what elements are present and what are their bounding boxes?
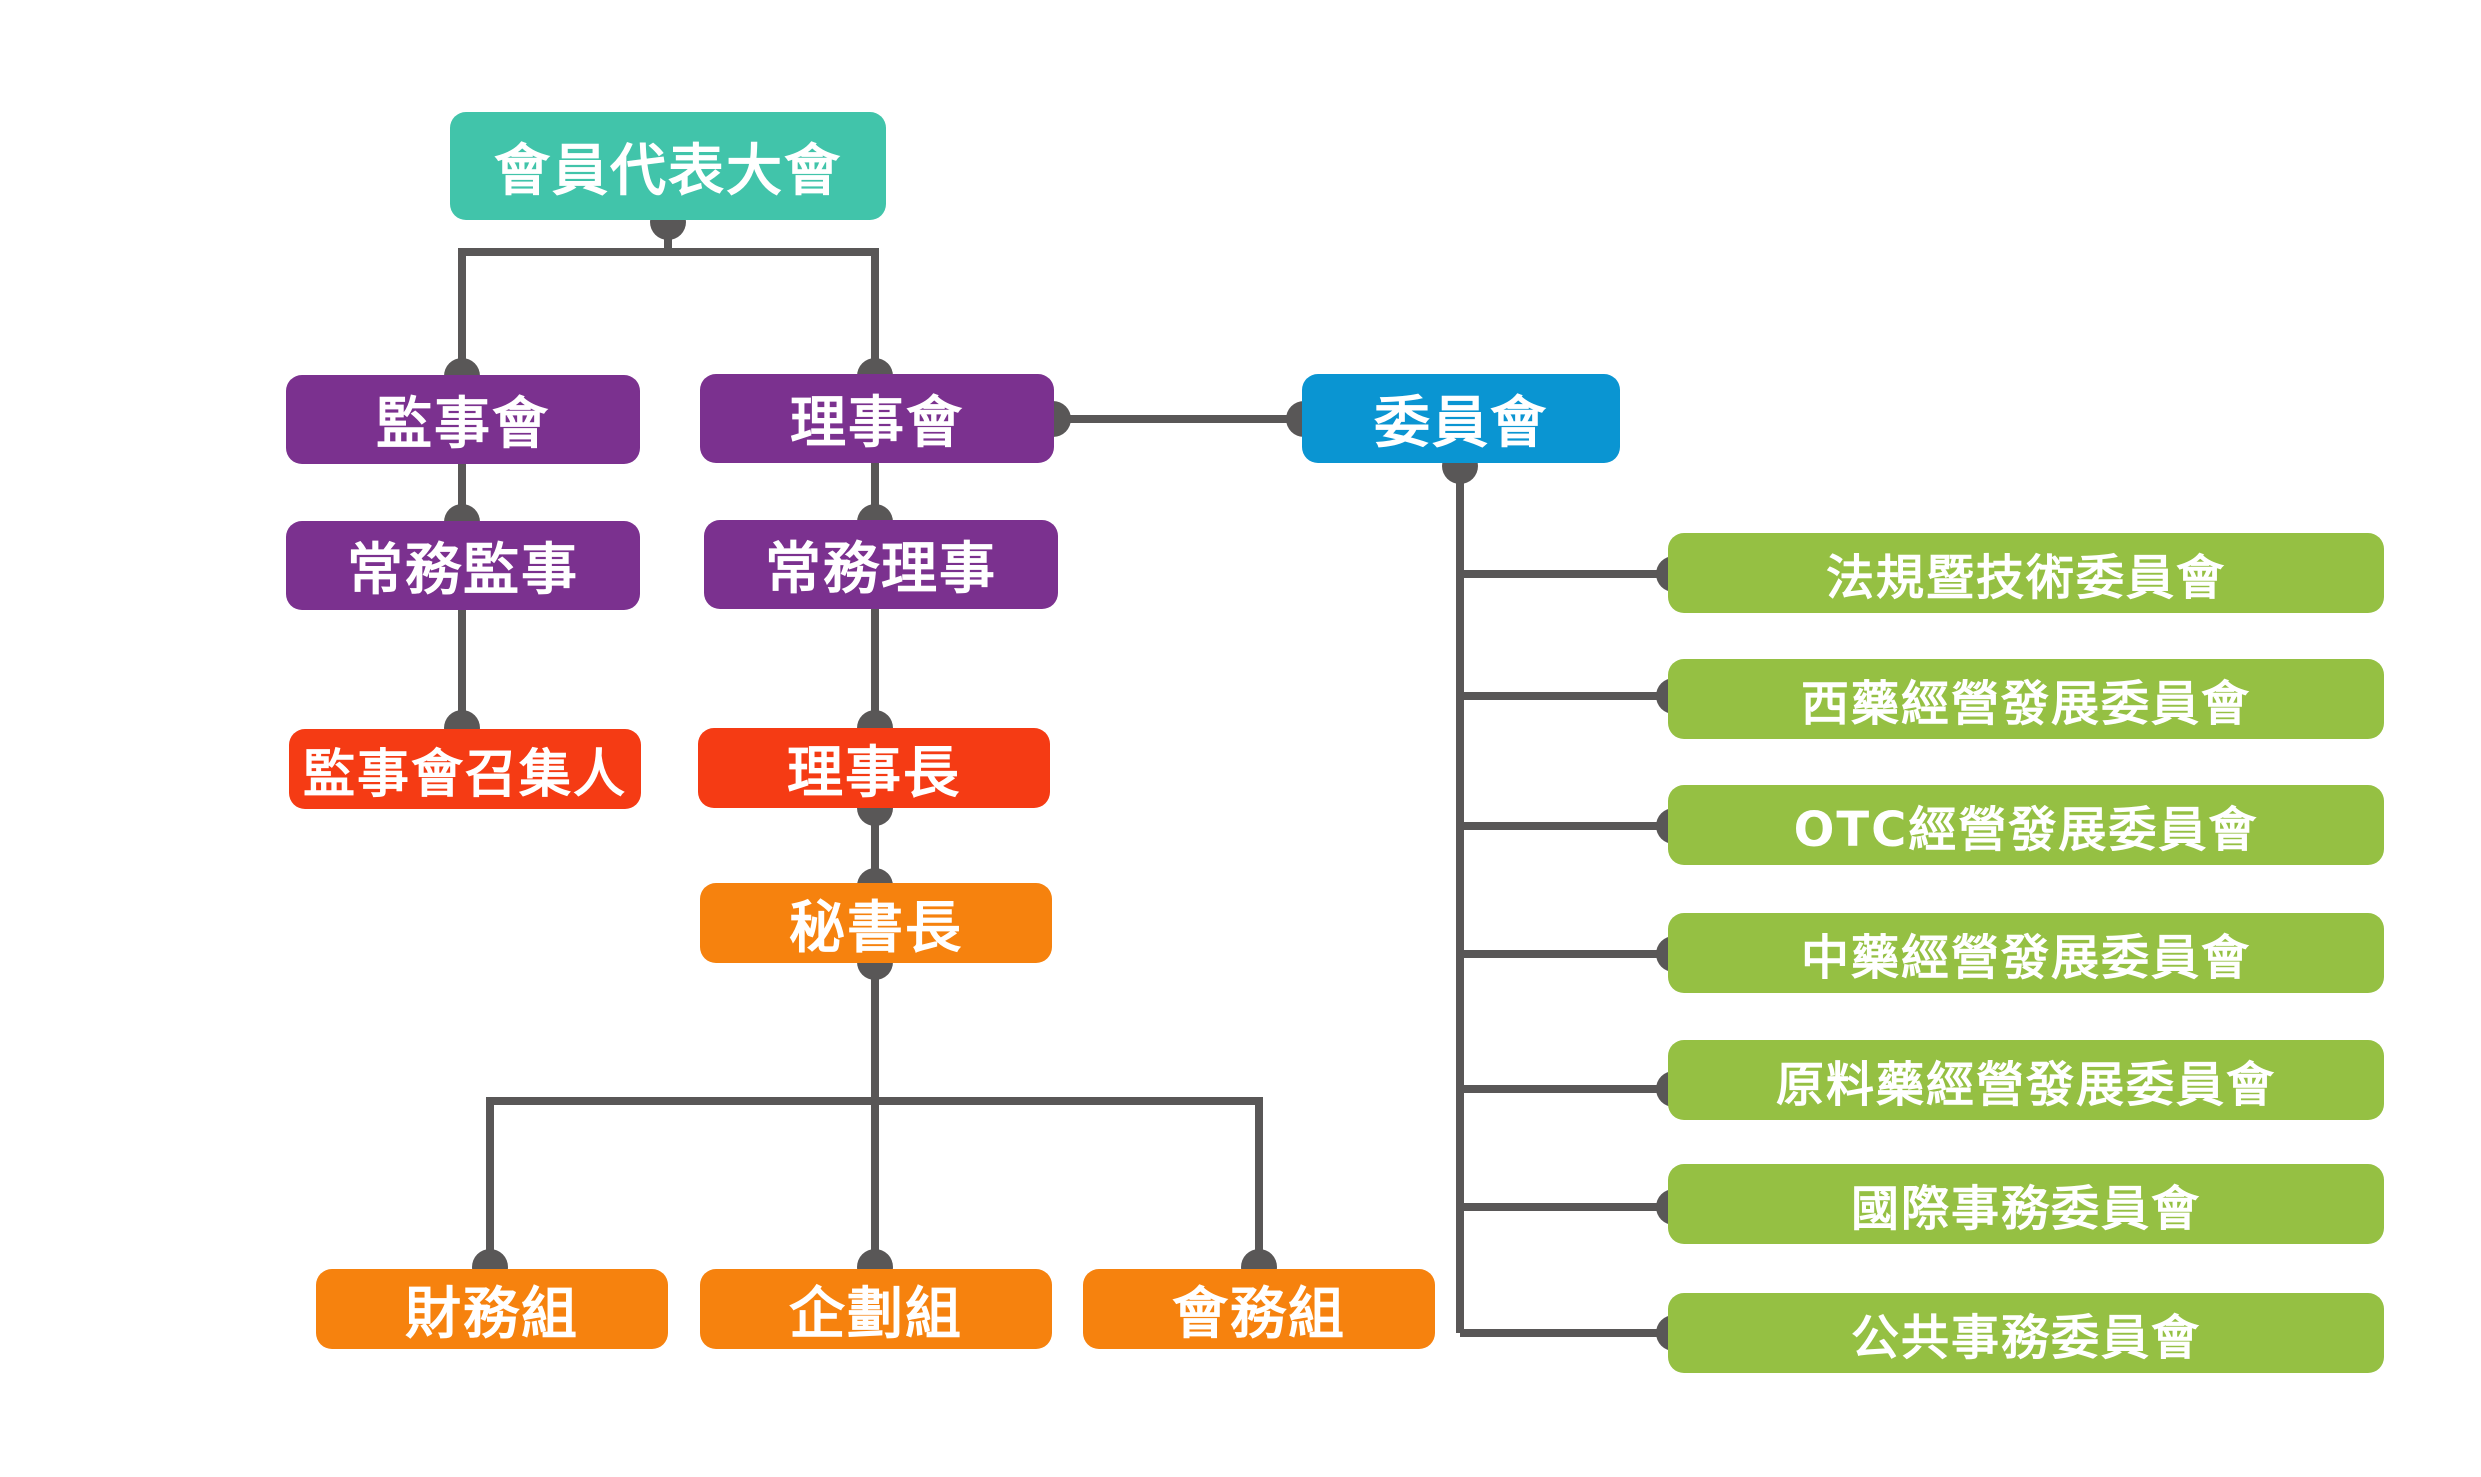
node-committee-chinese-medicine: 中藥經營發展委員會 bbox=[1668, 913, 2384, 993]
node-secretary-general: 秘書長 bbox=[700, 883, 1052, 963]
node-assembly: 會員代表大會 bbox=[450, 112, 886, 220]
node-standing-directors: 常務理事 bbox=[704, 520, 1058, 609]
node-committee-international: 國際事務委員會 bbox=[1668, 1164, 2384, 1244]
node-committee-regulation: 法規暨技術委員會 bbox=[1668, 533, 2384, 613]
node-directors: 理事會 bbox=[700, 374, 1054, 463]
node-committee-western-medicine: 西藥經營發展委員會 bbox=[1668, 659, 2384, 739]
node-chairman: 理事長 bbox=[698, 728, 1050, 808]
node-committee-public: 公共事務委員會 bbox=[1668, 1293, 2384, 1373]
node-committee-raw-materials: 原料藥經營發展委員會 bbox=[1668, 1040, 2384, 1120]
node-supervisor-convener: 監事會召集人 bbox=[289, 729, 641, 809]
node-department-planning: 企劃組 bbox=[700, 1269, 1052, 1349]
node-standing-supervisors: 常務監事 bbox=[286, 521, 640, 610]
node-committee: 委員會 bbox=[1302, 374, 1620, 463]
node-committee-otc: OTC經營發展委員會 bbox=[1668, 785, 2384, 865]
node-supervisors: 監事會 bbox=[286, 375, 640, 464]
node-department-finance: 財務組 bbox=[316, 1269, 668, 1349]
node-department-affairs: 會務組 bbox=[1083, 1269, 1435, 1349]
